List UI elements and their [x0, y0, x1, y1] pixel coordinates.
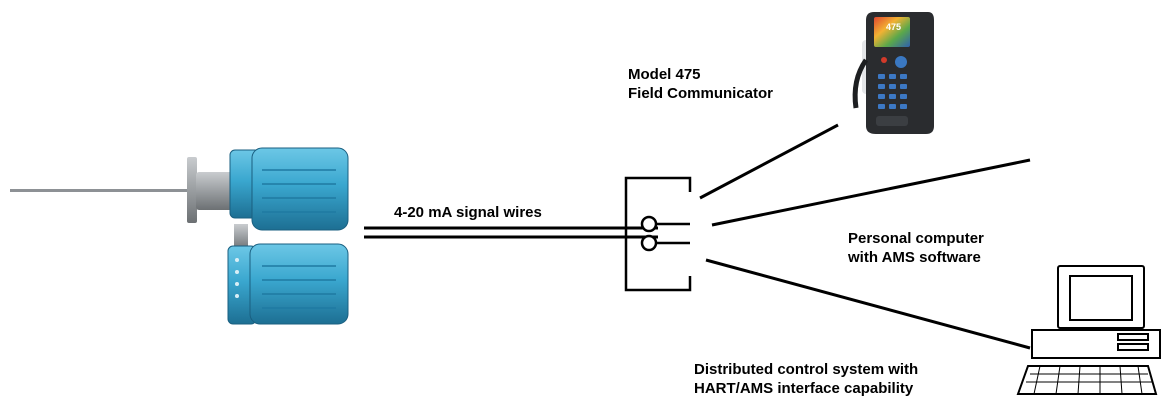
probe-fitting: [196, 172, 234, 210]
communicator-label: Model 475 Field Communicator: [628, 65, 773, 103]
computer-illustration: [1016, 265, 1161, 395]
transmitter-lower-housing: [227, 243, 349, 325]
transmitter-illustration: [10, 147, 349, 325]
dcs-label-line2: HART/AMS interface capability: [694, 380, 914, 397]
connection-lines: [699, 123, 1031, 350]
line-to-dcs: [705, 258, 1031, 350]
computer-label-line1: Personal computer: [848, 230, 984, 247]
device-screen-text: 475: [886, 22, 901, 32]
probe-rod: [10, 189, 190, 192]
signal-wires-label: 4-20 mA signal wires: [394, 204, 542, 221]
terminal-lower: [640, 234, 658, 252]
signal-wires: [364, 226, 658, 239]
computer-label-line2: with AMS software: [848, 249, 981, 266]
line-to-computer: [711, 158, 1031, 227]
transmitter-neck: [234, 224, 248, 250]
field-communicator-illustration: 475: [852, 12, 934, 134]
line-to-communicator: [699, 123, 839, 200]
transmitter-upper-housing: [229, 147, 349, 231]
dcs-label-line1: Distributed control system with: [694, 361, 919, 378]
junction-box: [624, 176, 692, 292]
computer-label: Personal computer with AMS software: [848, 229, 984, 267]
communicator-label-line2: Field Communicator: [628, 85, 774, 102]
probe-flange: [187, 157, 197, 223]
dcs-label: Distributed control system with HART/AMS…: [694, 360, 918, 398]
terminal-upper: [640, 215, 658, 233]
communicator-label-line1: Model 475: [628, 66, 701, 83]
